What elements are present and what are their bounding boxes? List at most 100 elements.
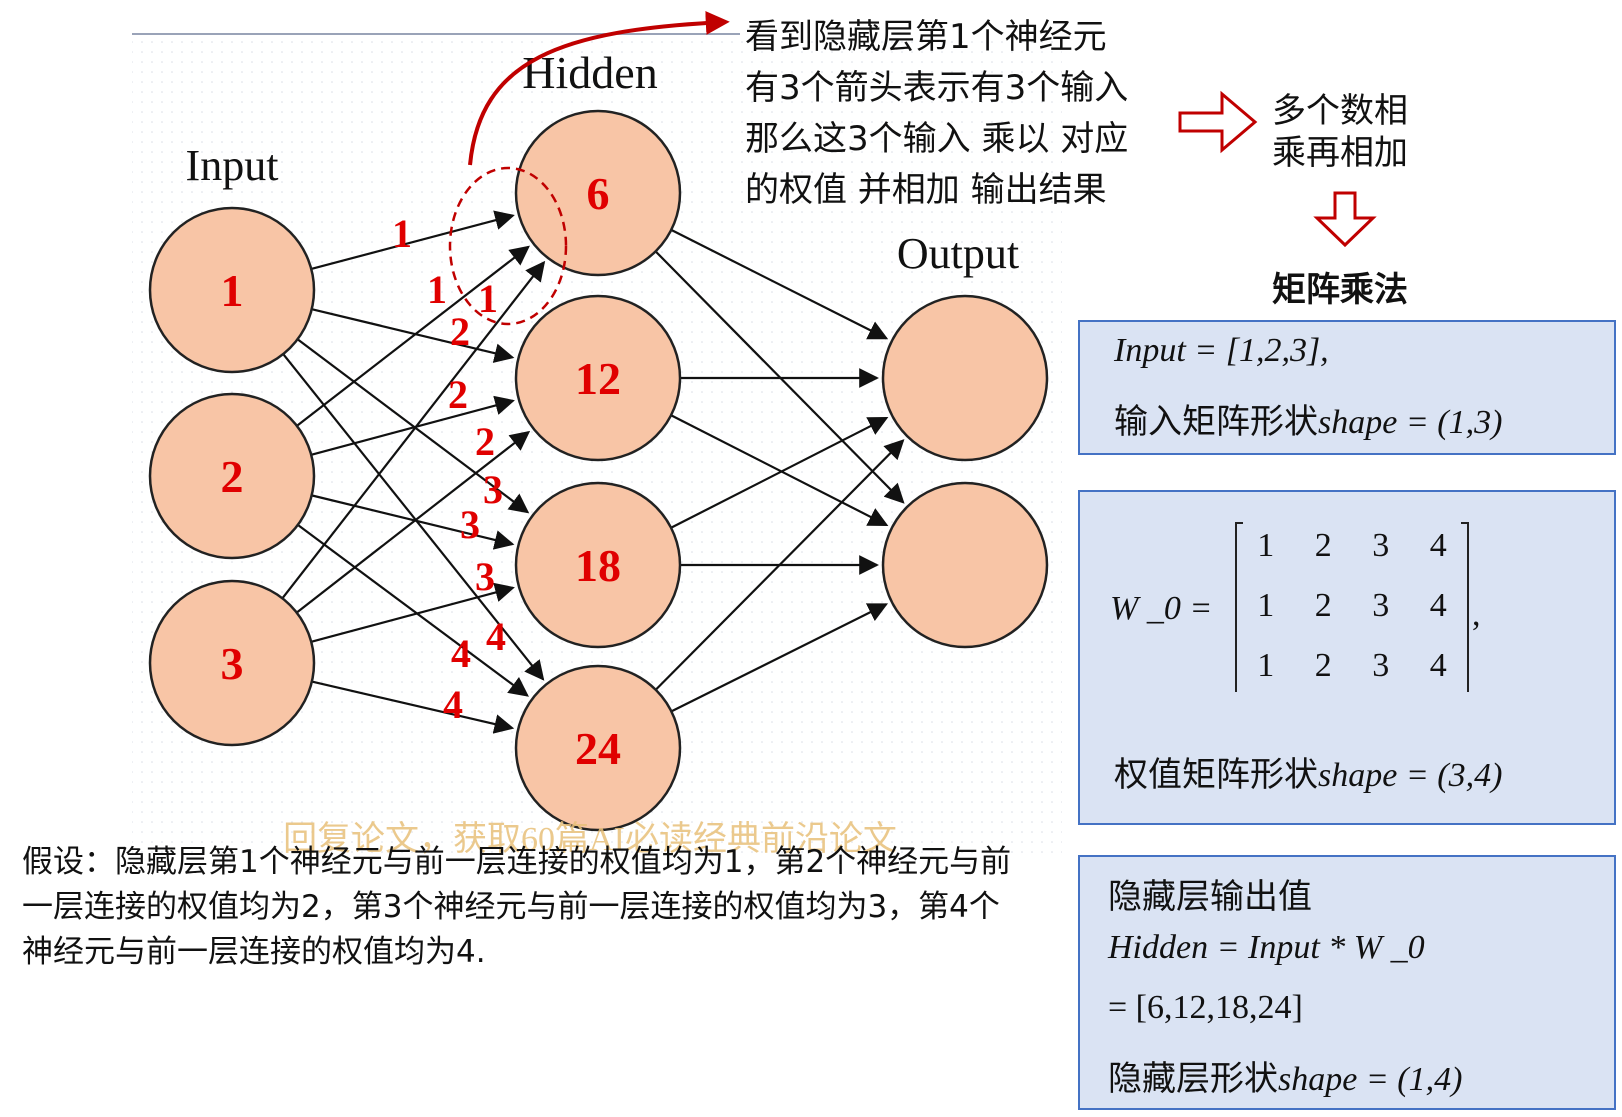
input-node: 1 — [148, 206, 316, 374]
hidden-output-arrow — [670, 414, 889, 527]
multiply-add-line: 多个数相 — [1272, 91, 1408, 131]
output-node — [881, 481, 1049, 649]
hidden-result: = [6,12,18,24] — [1108, 989, 1303, 1026]
input-hidden-arrow — [310, 210, 515, 271]
weight-shape-label: 权值矩阵形状 — [1114, 755, 1318, 795]
input-hidden-arrow — [310, 395, 515, 456]
matrix-cell: 2 — [1314, 527, 1332, 564]
input-shape-label: 输入矩阵形状 — [1114, 402, 1318, 442]
matrix-cell: 3 — [1372, 527, 1390, 564]
weight-shape-line: 权值矩阵形状shape = (3,4) — [1114, 747, 1502, 796]
matrix-row: 1 2 3 4 — [1237, 647, 1467, 685]
assumption-paragraph: 假设：隐藏层第1个神经元与前一层连接的权值均为1，第2个神经元与前一层连接的权值… — [22, 844, 1012, 970]
weight-matrix-box: W _0 = 1 2 3 4 1 2 3 4 1 2 3 4 , 权值矩阵形状s… — [1078, 490, 1616, 825]
node-value: 3 — [221, 638, 244, 689]
input-hidden-arrow — [310, 582, 515, 643]
matrix-cell: 1 — [1257, 587, 1275, 624]
weight-matrix: 1 2 3 4 1 2 3 4 1 2 3 4 — [1235, 522, 1469, 692]
node-value: 2 — [221, 451, 244, 502]
matrix-cell: 4 — [1429, 587, 1447, 624]
weight-label: 2 — [450, 309, 470, 354]
matrix-cell: 1 — [1257, 527, 1275, 564]
weight-label: 4 — [443, 682, 463, 727]
down-hollow-arrow-icon — [1313, 191, 1377, 248]
right-hollow-arrow-icon — [1178, 90, 1258, 154]
weight-label: 2 — [475, 419, 495, 464]
input-hidden-arrow — [311, 680, 515, 734]
node-value: 24 — [575, 723, 621, 774]
input-hidden-arrow — [311, 308, 515, 363]
input-hidden-arrow — [297, 524, 529, 697]
weight-label: 1 — [427, 267, 447, 312]
hidden-output-arrow — [670, 228, 889, 340]
matrix-cell: 1 — [1257, 647, 1275, 684]
hidden-formula: Hidden = Input * W _0 — [1108, 929, 1425, 966]
input-layer-label: Input — [186, 141, 279, 190]
output-layer-label: Output — [897, 229, 1019, 278]
matrix-cell: 3 — [1372, 587, 1390, 624]
node-value: 6 — [587, 168, 610, 219]
annotation-curved-arrow — [468, 10, 730, 166]
hidden-node: 18 — [514, 481, 682, 649]
annotation-line: 的权值 并相加 输出结果 — [745, 170, 1107, 210]
highlight-dashed-circle — [448, 166, 568, 326]
weight-label: 3 — [475, 554, 495, 599]
annotation-line: 那么这3个输入 乘以 对应 — [745, 119, 1129, 159]
input-hidden-arrow — [296, 338, 530, 514]
hidden-node: 6 — [514, 109, 682, 277]
weight-label: 4 — [451, 631, 471, 676]
hidden-shape-line: 隐藏层形状shape = (1,4) — [1108, 1051, 1462, 1100]
matrix-cell: 3 — [1372, 647, 1390, 684]
node-value: 12 — [575, 353, 621, 404]
annotation-line: 看到隐藏层第1个神经元 — [745, 17, 1107, 57]
input-hidden-arrow — [296, 430, 531, 614]
matrix-trailing-comma: , — [1472, 596, 1481, 633]
matrix-cell: 4 — [1429, 647, 1447, 684]
node-value: 1 — [221, 265, 244, 316]
input-hidden-arrow — [296, 245, 530, 427]
hidden-shape-label: 隐藏层形状 — [1108, 1059, 1278, 1099]
multiply-add-note: 多个数相 乘再相加 — [1272, 90, 1408, 174]
matrix-row: 1 2 3 4 — [1237, 527, 1467, 565]
weight-label: 4 — [486, 614, 506, 659]
input-hidden-arrow — [282, 353, 545, 681]
hidden-output-arrow — [670, 603, 889, 713]
matrix-cell: 4 — [1429, 527, 1447, 564]
weight-label: 1 — [392, 211, 412, 256]
input-shape-formula: shape = (1,3) — [1318, 404, 1503, 441]
weight-shape-formula: shape = (3,4) — [1318, 757, 1503, 794]
matrix-cell: 2 — [1314, 587, 1332, 624]
input-hidden-arrow — [281, 260, 546, 599]
hidden-output-title: 隐藏层输出值 — [1108, 877, 1312, 917]
input-node: 2 — [148, 392, 316, 560]
weight-matrix-lhs: W _0 = — [1110, 590, 1213, 627]
watermark-text: 回复论文，获取60篇AI必读经典前沿论文 — [283, 820, 897, 858]
weight-label: 3 — [483, 467, 503, 512]
input-hidden-arrow — [311, 494, 515, 550]
hidden-node: 12 — [514, 294, 682, 462]
hidden-node: 24 — [514, 664, 682, 832]
matrix-cell: 2 — [1314, 647, 1332, 684]
multiply-add-line: 乘再相加 — [1272, 133, 1408, 173]
input-vector-formula: Input = [1,2,3], — [1114, 332, 1329, 369]
hidden-output-box: 隐藏层输出值 Hidden = Input * W _0 = [6,12,18,… — [1078, 855, 1616, 1110]
connection-arrows — [281, 210, 905, 734]
weight-label: 1 — [478, 276, 498, 321]
matrix-multiplication-title: 矩阵乘法 — [1272, 270, 1408, 310]
weight-label: 3 — [460, 502, 480, 547]
input-matrix-box: Input = [1,2,3], 输入矩阵形状shape = (1,3) — [1078, 320, 1616, 455]
node-value: 18 — [575, 540, 621, 591]
annotation-line: 有3个箭头表示有3个输入 — [745, 68, 1129, 108]
input-shape-line: 输入矩阵形状shape = (1,3) — [1114, 394, 1502, 443]
hidden-output-arrow — [654, 439, 905, 691]
matrix-row: 1 2 3 4 — [1237, 587, 1467, 625]
input-node: 3 — [148, 579, 316, 747]
hidden-output-arrow — [654, 250, 905, 504]
weight-label: 2 — [448, 372, 468, 417]
hidden-shape-formula: shape = (1,4) — [1278, 1061, 1463, 1098]
hidden-output-arrow — [670, 416, 889, 529]
annotation-text: 看到隐藏层第1个神经元 有3个箭头表示有3个输入 那么这3个输入 乘以 对应 的… — [745, 12, 1128, 216]
